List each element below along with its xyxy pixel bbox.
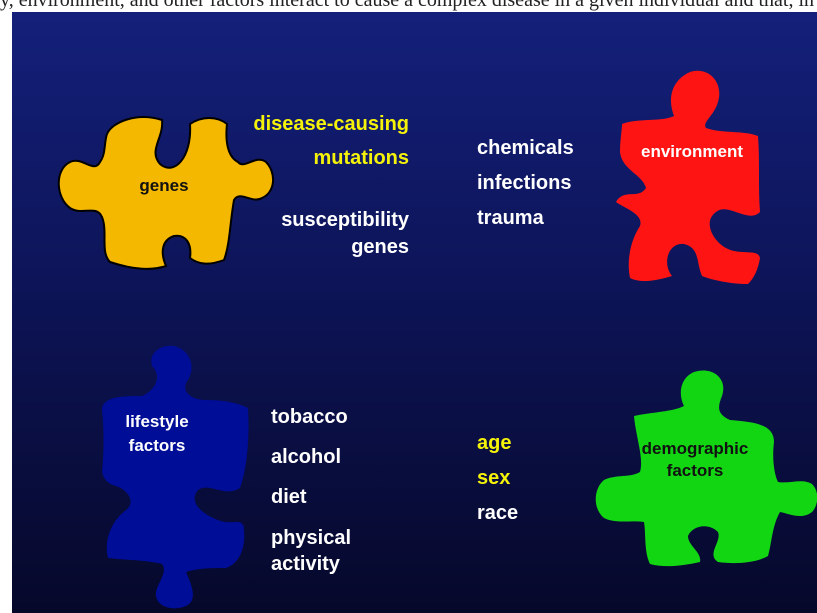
slide: genes disease-causing mutations suscepti… xyxy=(12,12,817,613)
environment-item: infections xyxy=(477,172,572,194)
lifestyle-puzzle-piece xyxy=(102,345,249,609)
lifestyle-piece-label-line1: lifestyle xyxy=(125,412,189,431)
environment-puzzle-piece xyxy=(616,70,760,284)
genes-item-disease-causing: disease-causing xyxy=(253,113,409,135)
demographic-item: sex xyxy=(477,467,511,489)
demographic-item: age xyxy=(477,432,512,454)
demographic-piece-label-line1: demographic xyxy=(641,439,749,458)
genes-item-mutations: mutations xyxy=(313,147,409,169)
environment-piece-label: environment xyxy=(640,142,744,161)
demographic-puzzle-piece xyxy=(595,370,817,567)
lifestyle-item: activity xyxy=(271,553,340,575)
genes-item-susceptibility: susceptibility xyxy=(281,209,409,231)
environment-item: chemicals xyxy=(477,137,574,159)
lifestyle-piece-label-line2: factors xyxy=(128,436,186,455)
cropped-caption-text: y, environment, and other factors intera… xyxy=(0,0,817,11)
environment-item: trauma xyxy=(477,207,544,229)
demographic-item: race xyxy=(477,502,519,524)
lifestyle-item: alcohol xyxy=(271,446,342,468)
genes-item-genes: genes xyxy=(351,236,409,258)
lifestyle-item: physical xyxy=(271,527,352,549)
genes-piece-label: genes xyxy=(139,176,189,195)
puzzle-pieces xyxy=(57,70,817,609)
lifestyle-item: tobacco xyxy=(271,406,348,428)
lifestyle-item: diet xyxy=(271,486,307,508)
genes-puzzle-piece xyxy=(57,116,274,270)
demographic-piece-label-line2: factors xyxy=(666,461,724,480)
